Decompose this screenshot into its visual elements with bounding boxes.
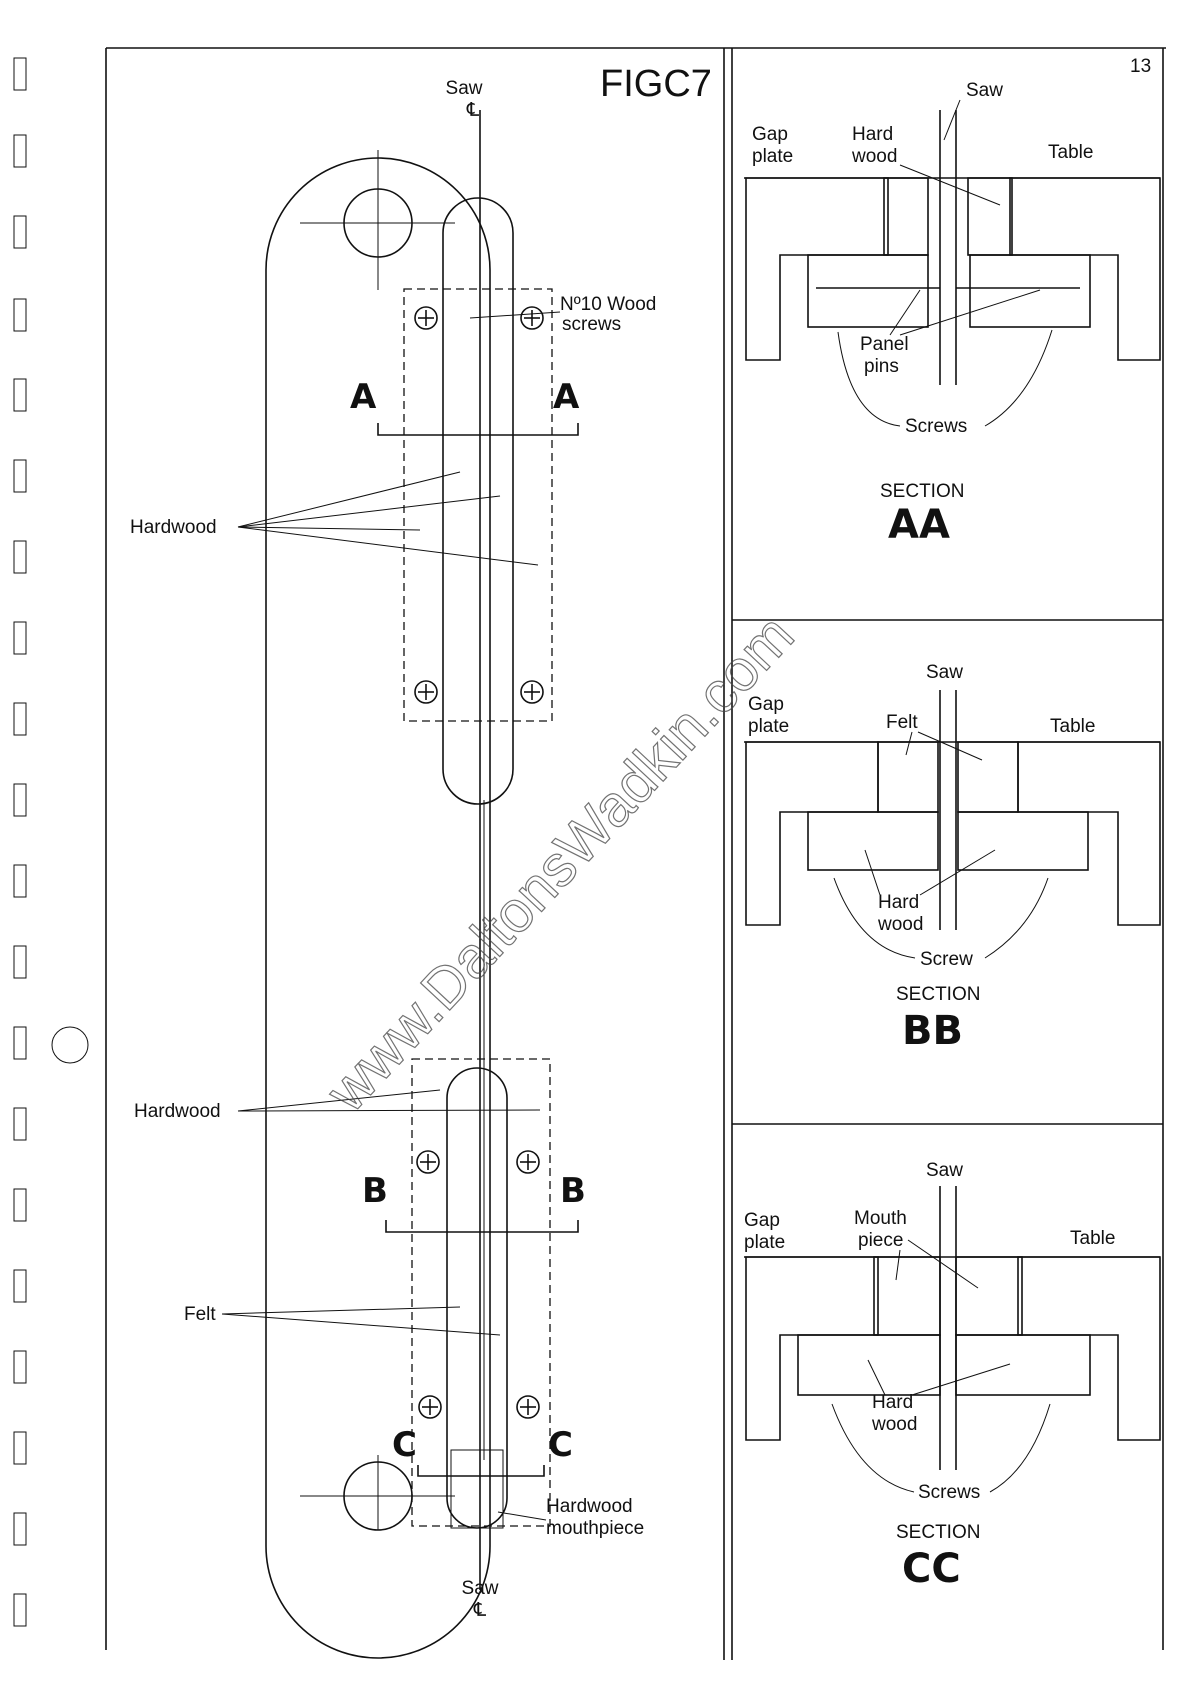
cc-gap-label: Gap — [744, 1210, 780, 1231]
bb-section-letters: BB — [902, 1008, 963, 1054]
bb-felt-label: Felt — [886, 712, 918, 733]
hardwood-label-lower: Hardwood — [134, 1101, 221, 1122]
saw-label-top: Saw — [446, 78, 483, 99]
cc-mouth-label: Mouth — [854, 1208, 907, 1229]
aa-gap-label: Gap — [752, 124, 788, 145]
section-marker-a-left: A — [350, 377, 377, 417]
felt-label: Felt — [184, 1304, 216, 1325]
cc-hard-label: Hard — [872, 1392, 913, 1413]
cc-screws-label: Screws — [918, 1482, 980, 1503]
insert-plate-outline — [266, 158, 490, 1658]
centerline-symbol-top: ℄ — [466, 100, 480, 121]
bb-saw-label: Saw — [926, 662, 963, 683]
figure-title: FIGC7 — [600, 63, 712, 105]
cc-piece-label: piece — [858, 1230, 903, 1251]
aa-section-word: SECTION — [880, 481, 964, 502]
cc-wood-label: wood — [871, 1414, 917, 1435]
aa-pins-label: pins — [864, 356, 899, 377]
cc-saw-label: Saw — [926, 1160, 963, 1181]
mouthpiece-label-1: Hardwood — [546, 1496, 633, 1517]
binder-holes — [14, 58, 88, 1626]
bb-screw-label: Screw — [920, 949, 973, 970]
cc-section-letters: CC — [902, 1546, 961, 1592]
centerline-symbol-bottom: ℄ — [473, 1600, 487, 1621]
aa-section-letters: AA — [888, 502, 950, 548]
hardwood-label-upper: Hardwood — [130, 517, 217, 538]
cc-plate-label: plate — [744, 1232, 785, 1253]
hardwood-mouthpiece — [451, 1450, 503, 1528]
wood-screws-label-1: Nº10 Wood — [560, 294, 656, 315]
aa-panel-label: Panel — [860, 334, 909, 355]
page-number: 13 — [1130, 56, 1151, 77]
section-cc: Saw Gap plate Mouth piece Table Hard woo… — [744, 1160, 1160, 1592]
aa-saw-label: Saw — [966, 80, 1003, 101]
page-frame — [106, 48, 1166, 1660]
bb-wood-label: wood — [877, 914, 923, 935]
bb-plate-label: plate — [748, 716, 789, 737]
aa-table-label: Table — [1048, 142, 1093, 163]
section-marker-c-left: C — [392, 1425, 417, 1465]
bb-hard-label: Hard — [878, 892, 919, 913]
section-marker-b-right: B — [560, 1171, 586, 1211]
wood-screws-label-2: screws — [562, 314, 621, 335]
aa-hard-label: Hard — [852, 124, 893, 145]
section-marker-c-right: C — [548, 1425, 573, 1465]
felt-block-outline-lower — [412, 1059, 550, 1526]
bb-table-label: Table — [1050, 716, 1095, 737]
aa-plate-label: plate — [752, 146, 793, 167]
aa-screws-label: Screws — [905, 416, 967, 437]
bb-section-word: SECTION — [896, 984, 980, 1005]
cc-section-word: SECTION — [896, 1522, 980, 1543]
section-bb: Saw Gap plate Felt Table Hard wood Screw… — [744, 662, 1160, 1054]
saw-label-bottom: Saw — [462, 1578, 499, 1599]
mouthpiece-label-2: mouthpiece — [546, 1518, 644, 1539]
section-marker-a-right: A — [553, 377, 580, 417]
section-aa: Saw Gap plate Hard wood Table Panel pins… — [744, 80, 1160, 548]
cc-table-label: Table — [1070, 1228, 1115, 1249]
section-marker-b-left: B — [362, 1171, 388, 1211]
felt-strip-lower — [447, 1068, 507, 1528]
aa-wood-label: wood — [851, 146, 897, 167]
